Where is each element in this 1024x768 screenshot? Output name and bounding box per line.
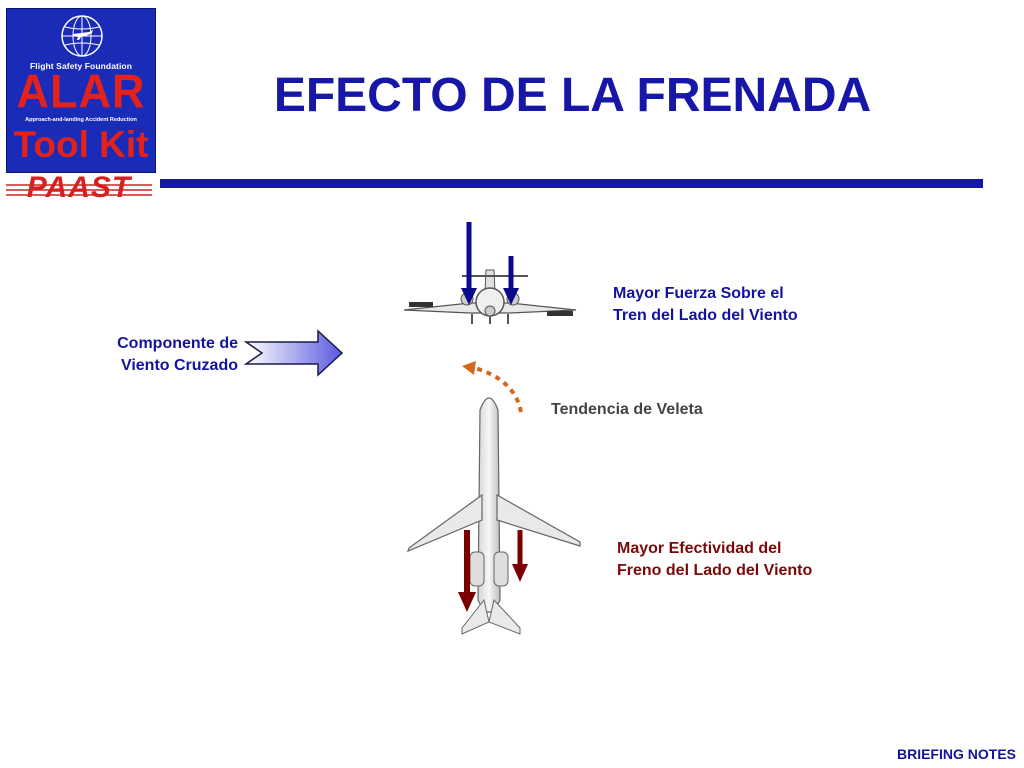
crosswind-label-line1: Componente de (117, 335, 238, 352)
gear-force-label: Mayor Fuerza Sobre el Tren del Lado del … (613, 283, 798, 327)
crosswind-label-line2: Viento Cruzado (120, 357, 238, 374)
alar-logo: Flight Safety Foundation ALAR Approach-a… (4, 8, 156, 204)
footer-briefing-notes: BRIEFING NOTES (896, 746, 1016, 762)
paast-underline (6, 184, 152, 196)
brake-force-arrows (458, 530, 528, 612)
globe-icon (61, 15, 103, 57)
brake-label-line1: Mayor Efectividad del (617, 540, 782, 557)
brake-label-line2: Freno del Lado del Viento (617, 562, 813, 579)
crosswind-label: Componente de Viento Cruzado (60, 333, 238, 377)
weathervane-label: Tendencia de Veleta (551, 401, 703, 418)
aircraft-front-icon (403, 269, 577, 324)
gear-force-label-line2: Tren del Lado del Viento (613, 307, 798, 324)
logo-org-name: Flight Safety Foundation (29, 61, 133, 71)
logo-panel: Flight Safety Foundation ALAR Approach-a… (6, 8, 156, 173)
crosswind-arrow-icon (243, 329, 344, 377)
logo-alar-text: ALAR (16, 64, 146, 119)
gear-force-arrows (461, 222, 519, 305)
brake-effect-label: Mayor Efectividad del Freno del Lado del… (617, 538, 812, 582)
title-divider (160, 179, 983, 188)
logo-toolkit-text: Tool Kit (13, 124, 149, 165)
logo-tagline: Approach-and-landing Accident Reduction (25, 117, 137, 123)
gear-force-label-line1: Mayor Fuerza Sobre el (613, 285, 784, 302)
aircraft-top-icon (407, 397, 581, 635)
weathervane-arrow-icon (462, 361, 523, 413)
logo-paast-text: PAAST (26, 171, 132, 204)
page-title: EFECTO DE LA FRENADA (273, 69, 872, 122)
